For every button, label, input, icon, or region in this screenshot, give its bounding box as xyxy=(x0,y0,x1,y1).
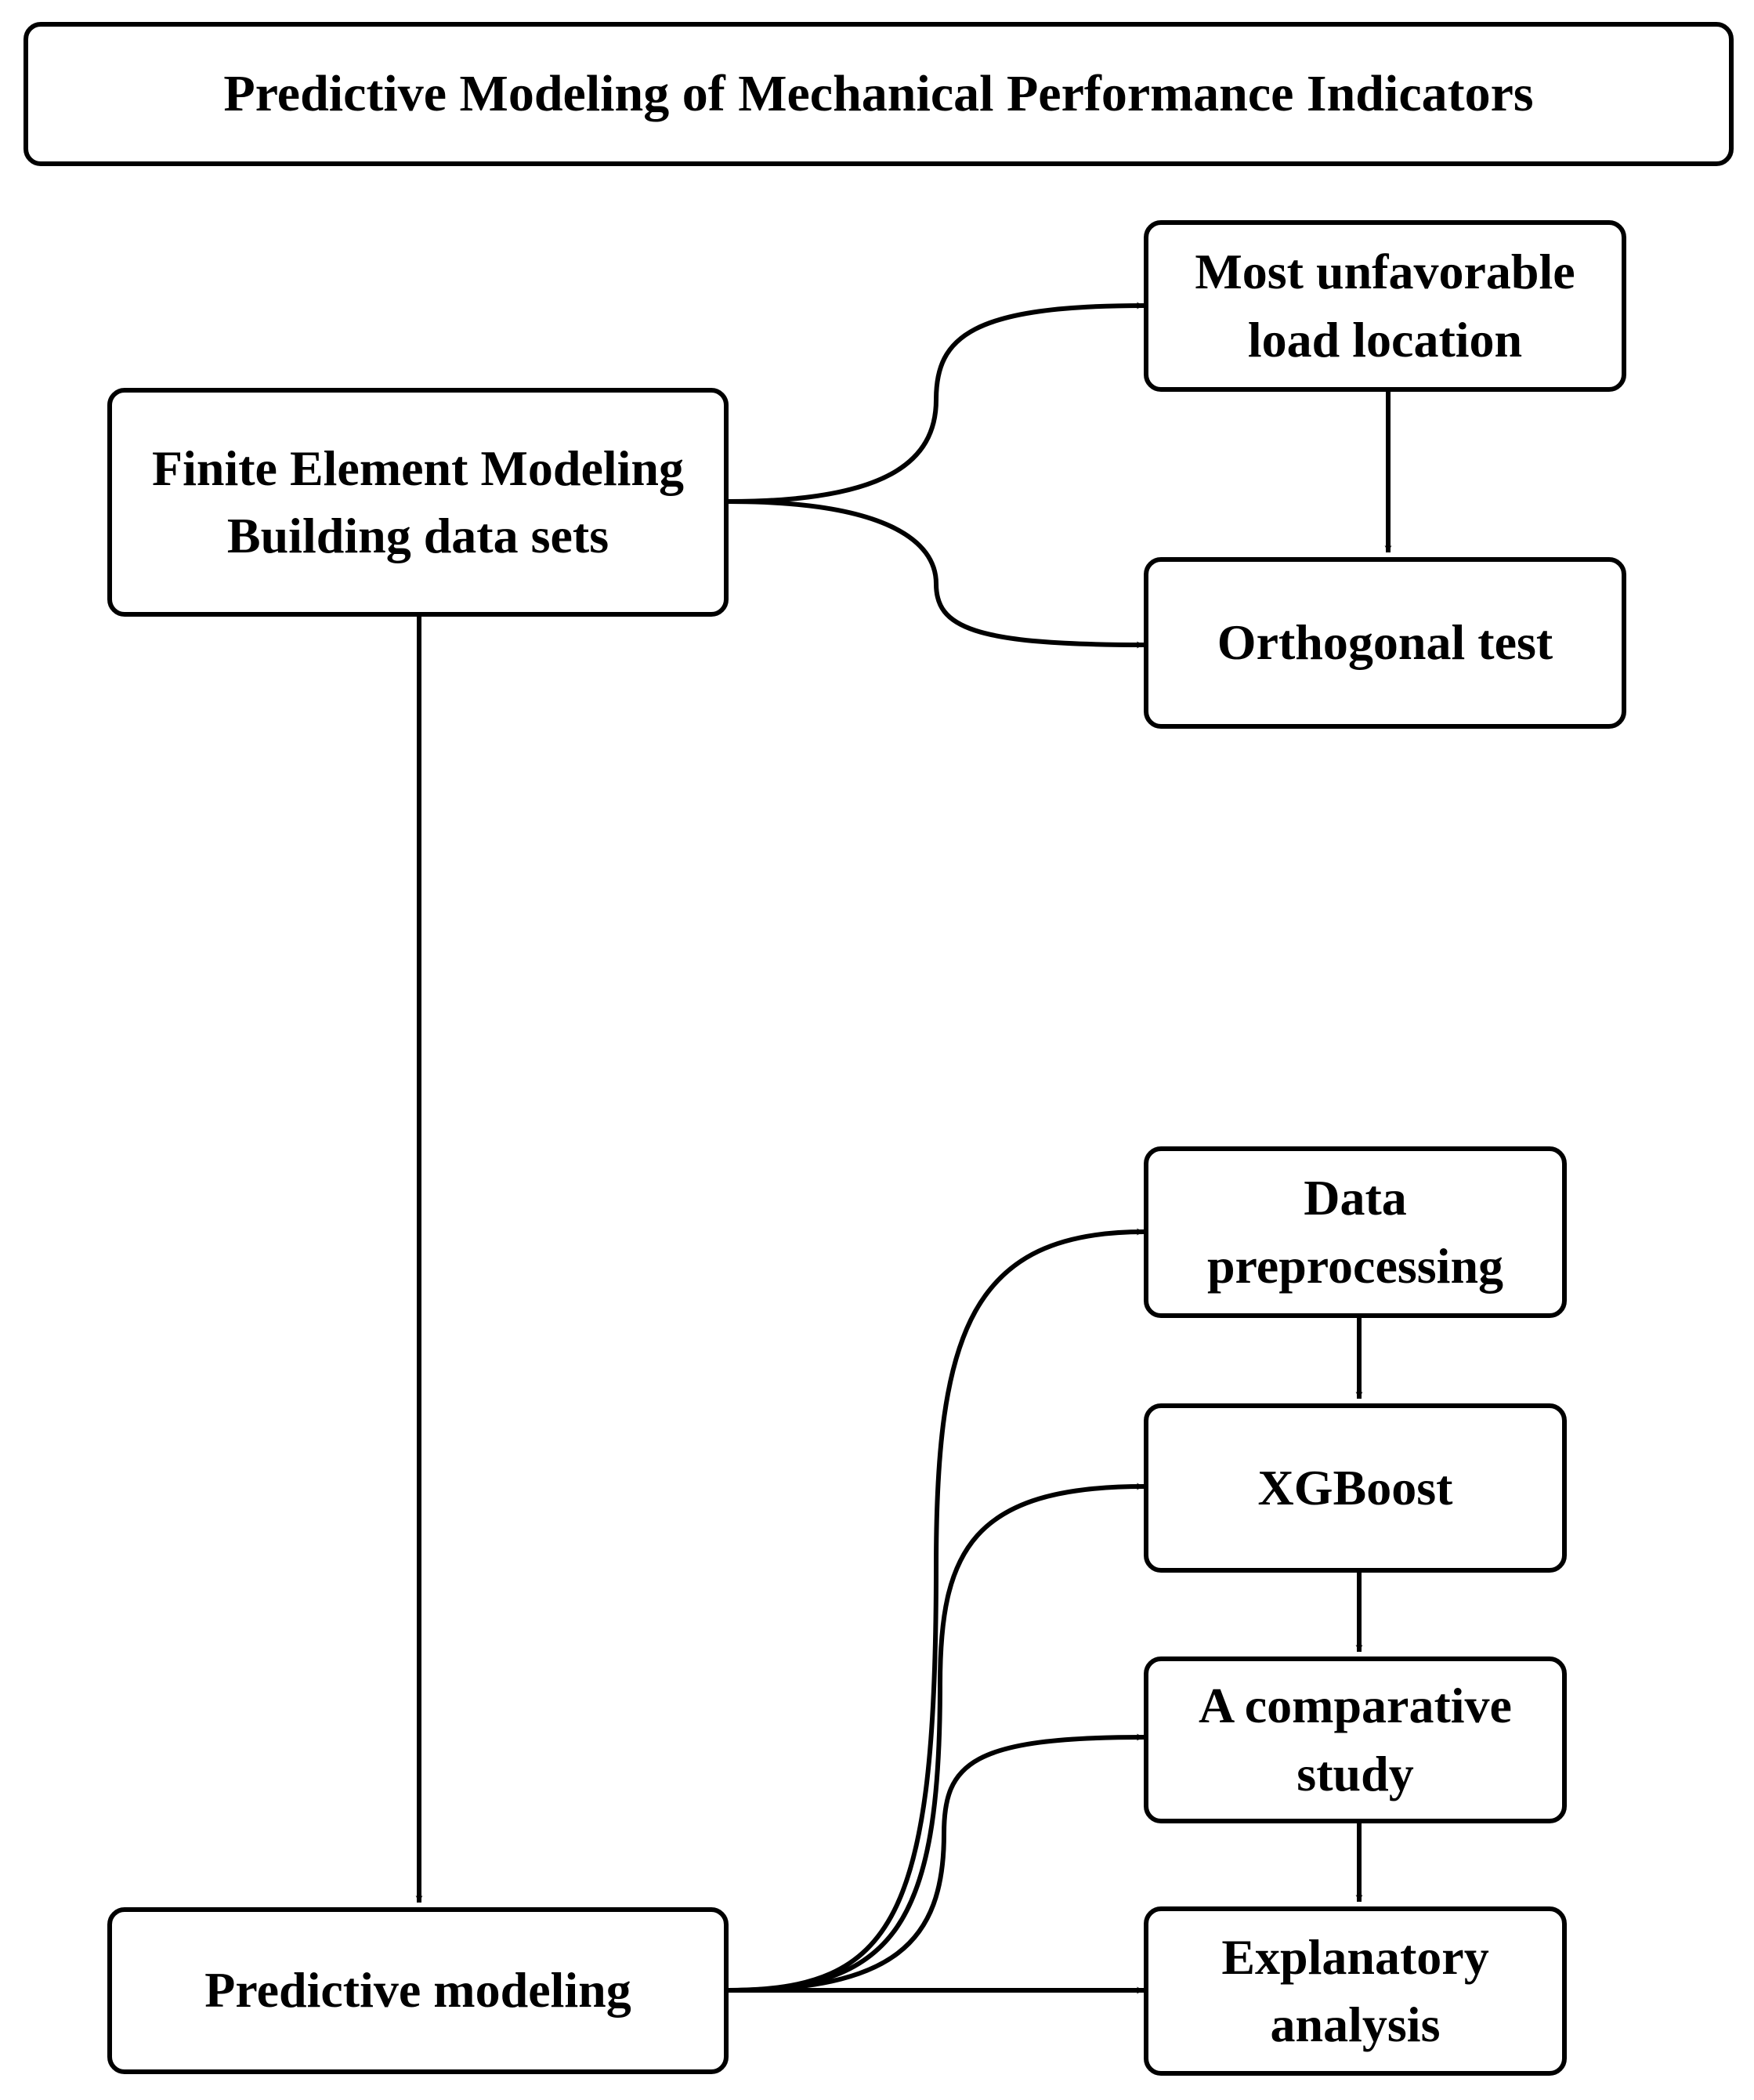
arrow-pred-to-xgb xyxy=(728,1483,1145,1993)
node-label: Explanatory xyxy=(1221,1928,1489,1985)
node-most-unfavorable-load-location: Most unfavorable load location xyxy=(1144,220,1626,392)
node-label: study xyxy=(1297,1745,1414,1801)
node-label: Finite Element Modeling xyxy=(151,440,685,496)
node-orthogonal-test: Orthogonal test xyxy=(1144,557,1626,729)
arrow-pred-to-comp xyxy=(728,1733,1145,1993)
node-label: XGBoost xyxy=(1257,1459,1453,1515)
node-label: Building data sets xyxy=(226,508,609,563)
node-label: Data xyxy=(1304,1170,1407,1226)
node-comparative-study: A comparative study xyxy=(1144,1656,1567,1823)
node-label: A comparative xyxy=(1199,1678,1512,1734)
node-explanatory-analysis: Explanatory analysis xyxy=(1144,1906,1567,2076)
node-label: Predictive modeling xyxy=(204,1962,631,2019)
node-data-preprocessing: Data preprocessing xyxy=(1144,1146,1567,1318)
node-xgboost: XGBoost xyxy=(1144,1403,1567,1573)
diagram-title: Predictive Modeling of Mechanical Perfor… xyxy=(223,65,1534,123)
node-label: load location xyxy=(1247,311,1523,368)
node-label: analysis xyxy=(1270,1997,1441,2052)
title-box: Predictive Modeling of Mechanical Perfor… xyxy=(24,22,1734,166)
node-predictive-modeling: Predictive modeling xyxy=(107,1907,729,2074)
node-label: preprocessing xyxy=(1206,1237,1504,1294)
arrow-fem-to-load xyxy=(728,302,1145,504)
node-finite-element-modeling: Finite Element Modeling Building data se… xyxy=(107,388,729,617)
node-label: Most unfavorable xyxy=(1195,244,1575,300)
arrow-fem-to-orth xyxy=(728,499,1145,649)
arrow-pred-to-prep xyxy=(728,1228,1145,1993)
node-label: Orthogonal test xyxy=(1217,614,1553,671)
